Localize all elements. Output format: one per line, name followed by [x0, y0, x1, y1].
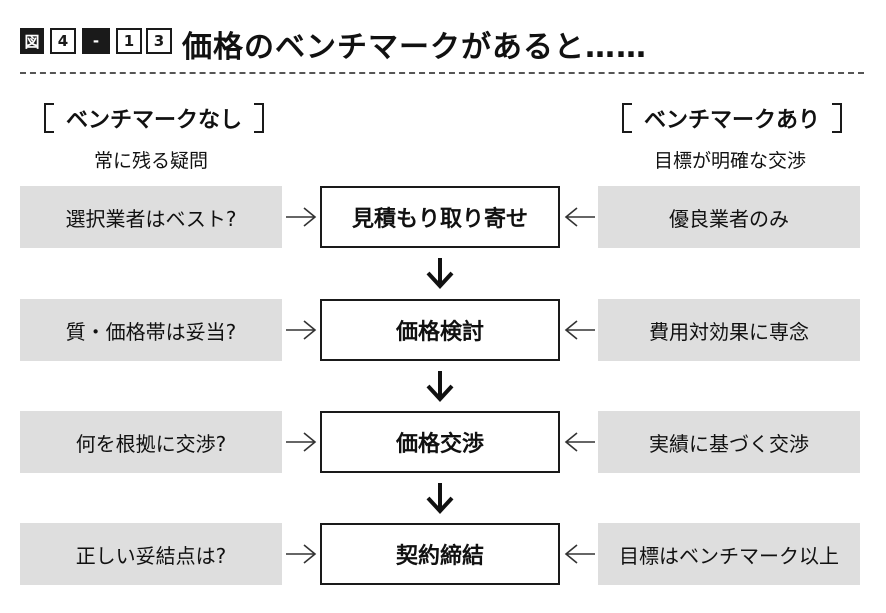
right-bracket-close — [832, 103, 842, 133]
right-heading-text: ベンチマークあり — [643, 108, 820, 133]
right-heading: ベンチマークあり — [594, 100, 870, 136]
right-arrow-icon — [286, 207, 317, 227]
right-bracket-open — [621, 103, 632, 133]
figure-label-dash: - — [82, 28, 110, 54]
right-benefit-1: 優良業者のみ — [598, 186, 860, 248]
figure-label-num2: 3 — [146, 28, 172, 54]
down-arrow-icon — [426, 258, 454, 289]
left-question-3: 何を根拠に交渉? — [20, 411, 282, 473]
right-arrow-icon — [286, 432, 317, 452]
right-arrow-icon — [286, 320, 317, 340]
left-arrow-icon — [564, 320, 595, 340]
right-subheading: 目標が明確な交渉 — [653, 150, 806, 172]
step-3-negotiation: 価格交渉 — [320, 411, 560, 473]
figure-label-num1: 1 — [116, 28, 142, 54]
left-question-2: 質・価格帯は妥当? — [20, 299, 282, 361]
left-subheading: 常に残る疑問 — [93, 150, 208, 172]
right-benefit-3: 実績に基づく交渉 — [598, 411, 860, 473]
figure-label-kanji: 図 — [20, 28, 44, 54]
down-arrow-icon — [426, 371, 454, 402]
step-1-quote-request: 見積もり取り寄せ — [320, 186, 560, 248]
step-2-price-review: 価格検討 — [320, 299, 560, 361]
down-arrow-icon — [426, 483, 454, 514]
left-arrow-icon — [564, 432, 595, 452]
left-bracket-open — [43, 103, 54, 133]
left-heading: ベンチマークなし — [16, 100, 292, 136]
right-arrow-icon — [286, 544, 317, 564]
figure-title: 価格のベンチマークがあると…… — [182, 30, 647, 65]
right-benefit-4: 目標はベンチマーク以上 — [598, 523, 860, 585]
left-question-4: 正しい妥結点は? — [20, 523, 282, 585]
left-arrow-icon — [564, 207, 595, 227]
right-benefit-2: 費用対効果に専念 — [598, 299, 860, 361]
left-arrow-icon — [564, 544, 595, 564]
left-heading-text: ベンチマークなし — [65, 108, 242, 133]
step-4-contract: 契約締結 — [320, 523, 560, 585]
left-bracket-close — [254, 103, 264, 133]
figure-label-chapter: 4 — [50, 28, 76, 54]
title-divider — [20, 72, 864, 74]
left-question-1: 選択業者はベスト? — [20, 186, 282, 248]
